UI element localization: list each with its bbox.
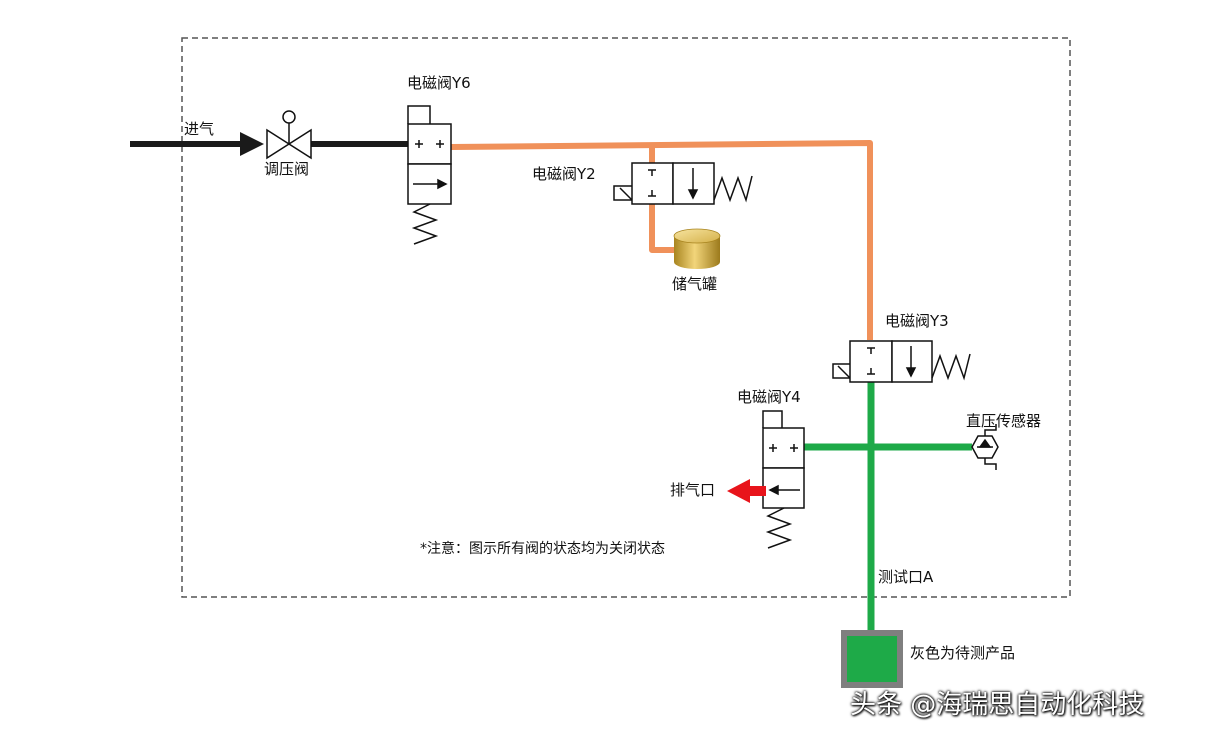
supply-line (450, 140, 873, 340)
valve-y4 (762, 410, 805, 549)
pressure-regulator (266, 110, 312, 160)
test-port-label: 测试口A (878, 568, 934, 586)
sensor-label: 直压传感器 (966, 412, 1042, 430)
pressure-sensor (971, 424, 999, 470)
valve-y4-label: 电磁阀Y4 (737, 388, 801, 406)
inlet-label: 进气 (184, 120, 215, 138)
closed-state-note: *注意：图示所有阀的状态均为关闭状态 (420, 541, 665, 557)
valve-y2 (613, 162, 753, 205)
inlet-line (130, 132, 410, 156)
test-line (804, 382, 972, 640)
regulator-label: 调压阀 (264, 160, 310, 178)
valve-y2-label: 电磁阀Y2 (532, 165, 596, 183)
product-under-test (841, 630, 903, 688)
valve-y6-label: 电磁阀Y6 (407, 74, 471, 92)
product-label: 灰色为待测产品 (910, 644, 1016, 662)
valve-y3 (832, 340, 971, 383)
exhaust-label: 排气口 (670, 481, 716, 499)
valve-y6 (407, 105, 452, 245)
valve-y3-label: 电磁阀Y3 (885, 312, 949, 330)
exhaust-arrow (727, 479, 766, 503)
watermark: 头条 @海瑞思自动化科技 (850, 690, 1145, 720)
tank-label: 储气罐 (672, 275, 718, 293)
air-tank (673, 228, 721, 269)
system-boundary (181, 37, 1071, 598)
